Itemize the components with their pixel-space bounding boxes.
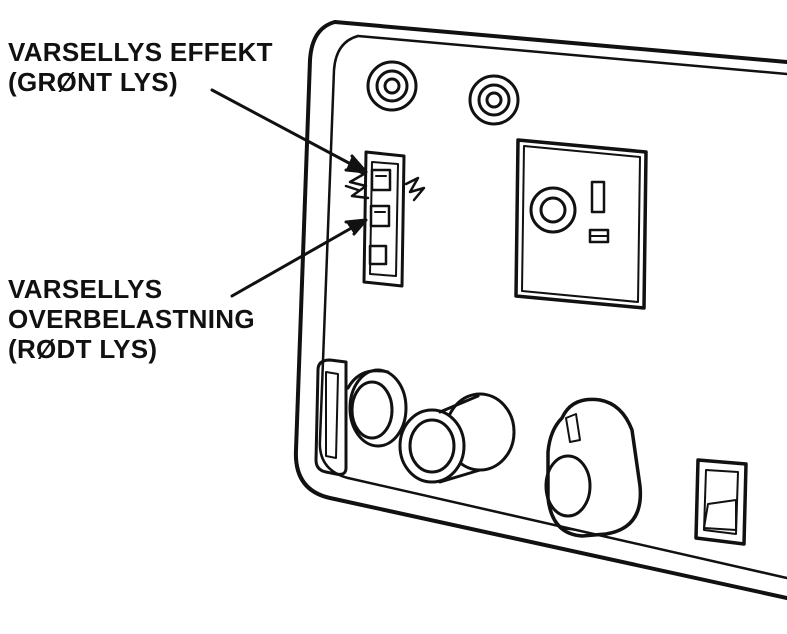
connector-right-icon bbox=[468, 74, 520, 126]
power-warning-label-line2: (GRØNT LYS) bbox=[8, 67, 178, 97]
fuel-gauge-icon bbox=[314, 358, 348, 476]
panel-housing bbox=[293, 20, 787, 600]
power-warning-light-icon bbox=[370, 168, 392, 192]
engine-switch-knob-icon bbox=[544, 397, 643, 538]
overload-warning-label: VARSELLYS OVERBELASTNING (RØDT LYS) bbox=[8, 274, 255, 364]
pointer-arrow-overload bbox=[230, 218, 368, 298]
rocker-switch-icon bbox=[694, 458, 748, 546]
power-warning-label: VARSELLYS EFFEKT (GRØNT LYS) bbox=[8, 37, 273, 97]
power-warning-label-line1: VARSELLYS EFFEKT bbox=[8, 37, 273, 67]
overload-warning-label-line2: OVERBELASTNING bbox=[8, 304, 255, 334]
glow-burst-icon bbox=[344, 166, 426, 202]
throttle-knob-icon bbox=[398, 392, 516, 484]
warning-light-strip bbox=[362, 150, 406, 288]
outlet-knob-icon bbox=[529, 186, 577, 234]
outlet-panel bbox=[514, 138, 648, 310]
choke-knob-icon bbox=[346, 368, 408, 448]
connector-left-icon bbox=[366, 60, 418, 112]
overload-warning-light-icon bbox=[369, 204, 391, 228]
outlet-slot-icon bbox=[588, 180, 610, 244]
third-indicator-icon bbox=[368, 244, 388, 266]
overload-warning-label-line3: (RØDT LYS) bbox=[8, 334, 158, 364]
pointer-arrow-power bbox=[210, 88, 368, 174]
overload-warning-label-line1: VARSELLYS bbox=[8, 274, 163, 304]
